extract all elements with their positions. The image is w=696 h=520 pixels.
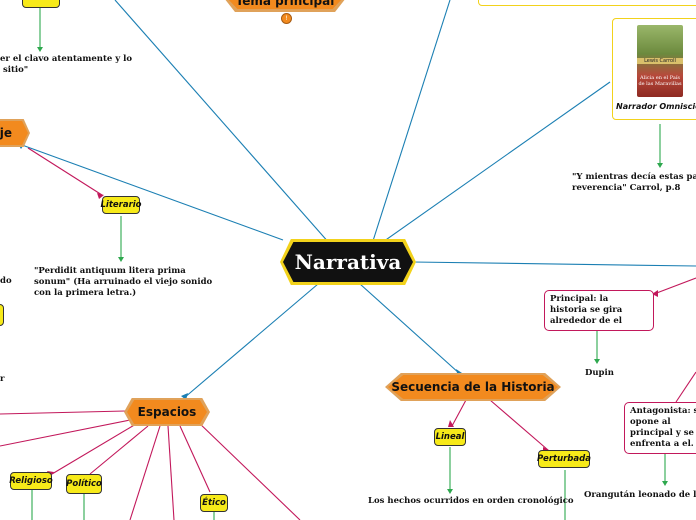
text-dupin: Dupin bbox=[585, 368, 614, 378]
subtopic-religioso[interactable]: Religioso bbox=[9, 472, 53, 490]
partial-box-top-right[interactable] bbox=[478, 0, 696, 6]
link-central-personaje bbox=[21, 144, 284, 241]
arrowhead bbox=[97, 193, 104, 199]
text-partial-do: do bbox=[0, 276, 12, 286]
quote-mientras: "Y mientras decía estas palabras reveren… bbox=[572, 172, 696, 193]
subtopic-perturbada[interactable]: Perturbada bbox=[537, 450, 591, 468]
image-caption: Narrador Omnisciente bbox=[616, 102, 696, 111]
subtopic-lineal[interactable]: Lineal bbox=[434, 428, 466, 446]
link-central-secuencia bbox=[359, 283, 461, 375]
subtopic-etico[interactable]: Ético bbox=[200, 494, 228, 512]
topic-secuencia[interactable]: Secuencia de la Historia bbox=[388, 375, 558, 399]
arrowhead bbox=[657, 163, 663, 168]
quote-clavo: er el clavo atentamente y lo sitio" bbox=[0, 54, 133, 75]
link-central-top-right bbox=[371, 0, 451, 245]
topic-tema-principal[interactable]: Tema principal bbox=[227, 0, 343, 9]
box-principal[interactable]: Principal: la historia se gira alrededor… bbox=[544, 290, 654, 331]
arrowhead bbox=[447, 489, 453, 494]
arrowhead bbox=[662, 481, 668, 486]
subtopic-partial-top-left[interactable] bbox=[22, 0, 60, 8]
arrowhead bbox=[37, 47, 43, 52]
text-orangutan: Orangután leonado de la espe bbox=[584, 490, 696, 500]
topic-personaje[interactable]: Personaje bbox=[0, 121, 28, 145]
arrowhead bbox=[652, 290, 658, 297]
arrowhead bbox=[594, 359, 600, 364]
subtopic-literario[interactable]: Literario bbox=[100, 196, 142, 214]
book-cover-image: Lewis Carroll Alicia en el País de las M… bbox=[637, 25, 683, 97]
box-antagonista[interactable]: Antagonista: se opone al principal y se … bbox=[624, 402, 696, 454]
book-title: Alicia en el País de las Maravillas bbox=[638, 75, 682, 87]
link-central-card bbox=[379, 81, 611, 245]
subtopic-politico[interactable]: Político bbox=[66, 474, 102, 494]
subtopic-partial-left[interactable] bbox=[0, 304, 4, 326]
link-central-espacios bbox=[183, 283, 319, 399]
quote-perdidit: "Perdidit antiquum litera prima sonum" (… bbox=[34, 266, 213, 298]
book-author: Lewis Carroll bbox=[637, 58, 683, 64]
text-cronologico: Los hechos ocurridos en orden cronológic… bbox=[368, 496, 574, 506]
arrowhead bbox=[448, 420, 454, 427]
text-partial-r: r bbox=[0, 374, 5, 384]
link-central-tema bbox=[114, 0, 331, 245]
arrowhead bbox=[118, 257, 124, 262]
alert-badge-icon: ! bbox=[281, 13, 292, 24]
topic-espacios[interactable]: Espacios bbox=[127, 400, 207, 424]
central-node[interactable]: Narrativa bbox=[283, 242, 413, 282]
link-central-right bbox=[412, 261, 696, 267]
